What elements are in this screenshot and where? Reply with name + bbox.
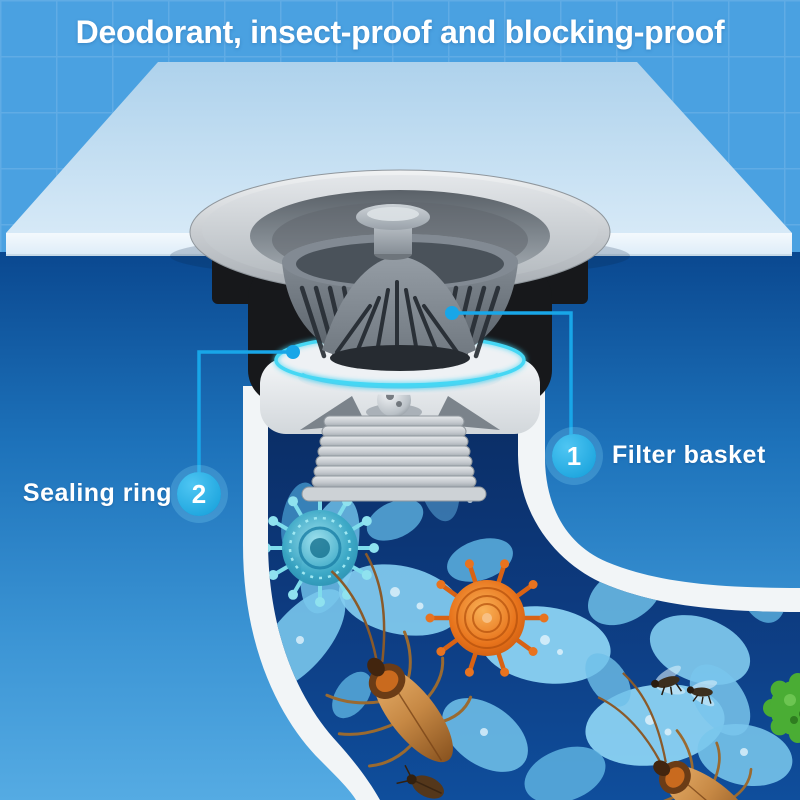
- page-title: Deodorant, insect-proof and blocking-pro…: [75, 14, 725, 50]
- callout-2-label: Sealing ring: [22, 479, 172, 507]
- lift-knob: [356, 204, 430, 260]
- callout-2-badge: 2: [177, 472, 221, 516]
- callout-2-number: 2: [191, 478, 207, 509]
- callout-1-label: Filter basket: [612, 441, 766, 469]
- callout-1-number: 1: [566, 440, 582, 471]
- callout-line-1: [445, 306, 573, 436]
- filter-basket: [282, 204, 518, 371]
- green-germ-icon: [763, 673, 800, 743]
- callout-dot-2: [286, 345, 300, 359]
- callout-1-badge: 1: [552, 434, 596, 478]
- callout-dot-1: [445, 306, 459, 320]
- beetle-icon: [396, 764, 444, 799]
- orange-virus-icon: [425, 559, 549, 677]
- callout-line-2: [197, 345, 300, 474]
- threaded-pipe: [301, 415, 487, 502]
